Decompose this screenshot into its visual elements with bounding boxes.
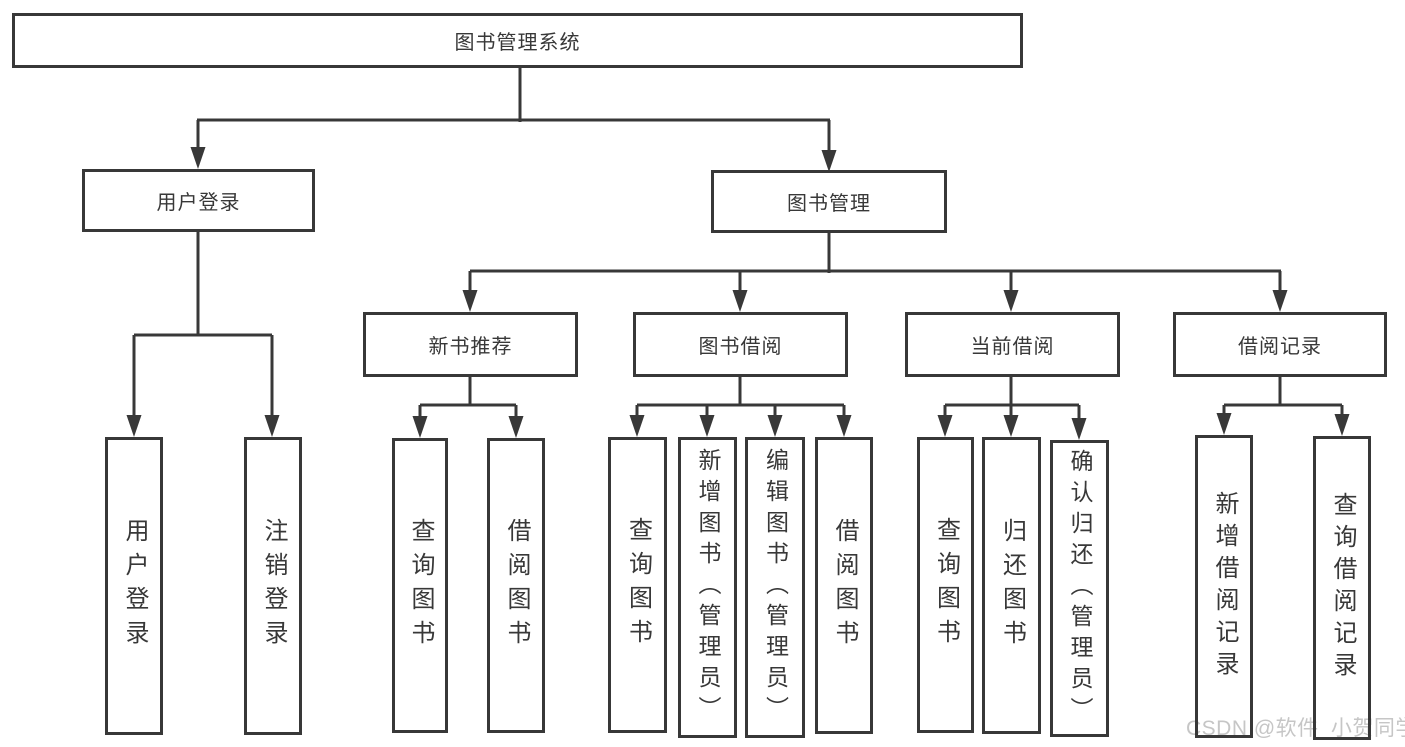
node-leaf-user-login: 用户登录 [105,437,163,735]
node-leaf-confirm-return-admin: 确认归还（管理员） [1050,440,1109,737]
node-leaf-query-books-current-label: 查询图书 [932,517,960,653]
node-leaf-return-books-label: 归还图书 [998,517,1026,654]
node-library-system: 图书管理系统 [12,13,1023,68]
node-current-borrowing: 当前借阅 [905,312,1120,377]
watermark: CSDN @软件_小贺同学 [1186,717,1405,740]
node-book-borrowing: 图书借阅 [633,312,848,377]
node-leaf-query-books-recommend-label: 查询图书 [407,517,434,654]
node-leaf-confirm-return-admin-label: 确认归还（管理员） [1067,449,1093,728]
node-leaf-add-borrow-record: 新增借阅记录 [1195,435,1253,738]
node-leaf-borrow-books-label: 借阅图书 [831,517,858,654]
node-leaf-add-book-admin-label: 新增图书（管理员） [695,448,721,727]
node-leaf-query-borrow-record-label: 查询借阅记录 [1329,492,1356,684]
node-leaf-add-borrow-record-label: 新增借阅记录 [1211,490,1238,683]
node-leaf-borrow-books-recommend: 借阅图书 [487,438,545,733]
node-leaf-user-login-label: 用户登录 [121,518,148,654]
node-leaf-query-books-borrowing: 查询图书 [608,437,667,733]
node-borrow-records: 借阅记录 [1173,312,1387,377]
node-leaf-edit-book-admin: 编辑图书（管理员） [745,437,805,738]
node-book-management: 图书管理 [711,170,947,233]
node-leaf-logout: 注销登录 [244,437,302,735]
node-leaf-query-books-borrowing-label: 查询图书 [624,517,652,653]
node-leaf-add-book-admin: 新增图书（管理员） [678,437,737,738]
node-new-book-recommend-label: 新书推荐 [428,336,513,358]
node-leaf-query-books-current: 查询图书 [917,437,974,733]
node-leaf-query-borrow-record: 查询借阅记录 [1313,436,1371,740]
node-leaf-edit-book-admin-label: 编辑图书（管理员） [762,448,789,727]
node-book-borrowing-label: 图书借阅 [698,336,783,358]
node-leaf-borrow-books: 借阅图书 [815,437,873,734]
node-user-login-label: 用户登录 [156,192,241,214]
node-book-management-label: 图书管理 [787,193,871,215]
node-leaf-return-books: 归还图书 [982,437,1041,734]
node-user-login: 用户登录 [82,169,315,232]
node-leaf-borrow-books-recommend-label: 借阅图书 [503,517,530,654]
node-leaf-logout-label: 注销登录 [260,518,287,654]
node-leaf-query-books-recommend: 查询图书 [392,438,448,733]
node-current-borrowing-label: 当前借阅 [970,336,1055,358]
node-borrow-records-label: 借阅记录 [1238,336,1322,358]
node-library-system-label: 图书管理系统 [454,32,581,54]
node-new-book-recommend: 新书推荐 [363,312,578,377]
